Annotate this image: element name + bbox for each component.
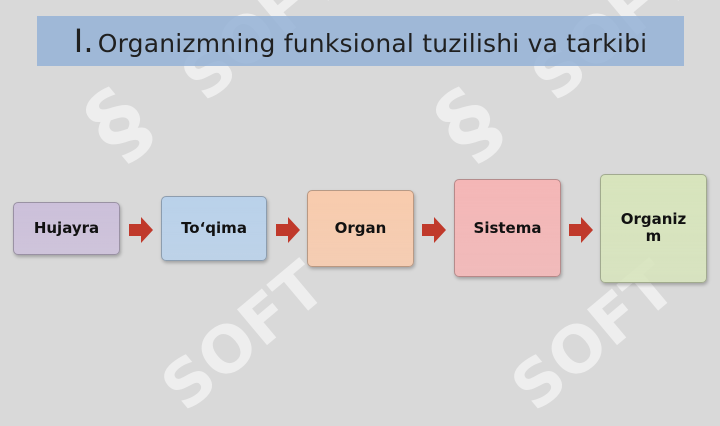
- node-organizm: Organiz m: [600, 174, 707, 283]
- title-text: Organizmning funksional tuzilishi va tar…: [97, 29, 648, 58]
- watermark-logo-glyph: §: [65, 67, 171, 180]
- node-organ: Organ: [307, 190, 414, 267]
- node-sistema: Sistema: [454, 179, 561, 277]
- node-hujayra: Hujayra: [13, 202, 120, 255]
- watermark-text: SOFT: [148, 248, 340, 426]
- node-toqima: To‘qima: [161, 196, 267, 261]
- title-bar: I.Organizmning funksional tuzilishi va t…: [37, 16, 684, 66]
- watermark-logo-glyph: §: [415, 67, 521, 180]
- title-numeral: I.: [73, 22, 94, 60]
- slide-title: I.Organizmning funksional tuzilishi va t…: [74, 22, 648, 60]
